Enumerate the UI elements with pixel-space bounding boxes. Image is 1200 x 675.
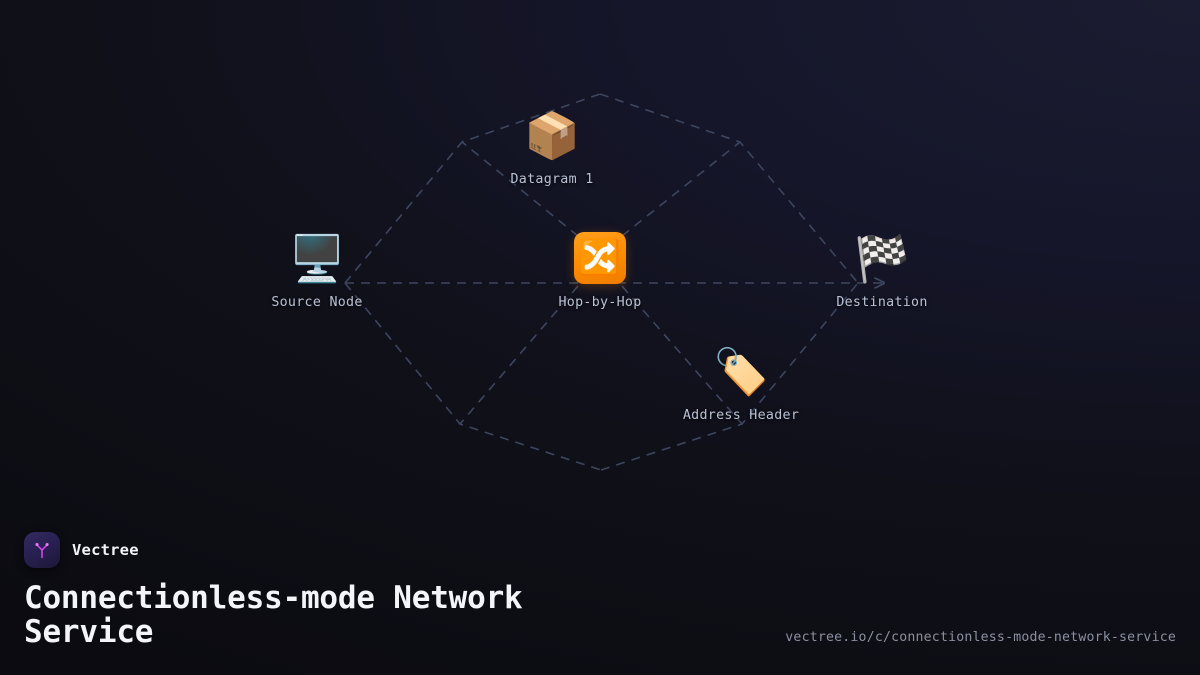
edge-hop-upper-left: [461, 141, 579, 237]
diagram-node-source[interactable]: 🖥️ Source Node: [202, 231, 432, 311]
desktop-computer-icon: 🖥️: [288, 231, 346, 285]
diagram-node-datagram[interactable]: 📦 Datagram 1: [437, 108, 667, 188]
node-label-destination: Destination: [836, 295, 928, 310]
network-diagram: 📦 Datagram 1 🖥️ Source Node 🔀 Hop-by-Hop…: [202, 93, 1200, 471]
page-url[interactable]: vectree.io/c/connectionless-mode-network…: [785, 630, 1176, 645]
page-title: Connectionless-mode Network Service: [24, 580, 523, 650]
vectree-logo-icon: [24, 532, 60, 569]
node-label-datagram: Datagram 1: [510, 172, 594, 187]
diagram-edges: [344, 93, 1200, 471]
brand-name: Vectree: [72, 541, 139, 560]
shuffle-icon: 🔀: [574, 232, 626, 284]
diagram-node-destination[interactable]: 🏁 Destination: [767, 231, 997, 311]
diagram-node-address-header[interactable]: 🏷️ Address Header: [626, 344, 856, 424]
diagram-node-hop[interactable]: 🔀 Hop-by-Hop: [485, 232, 715, 310]
brand[interactable]: Vectree: [24, 532, 1176, 569]
edge-hop-lower-right: [621, 285, 743, 425]
checkered-flag-icon: 🏁: [853, 231, 911, 285]
node-label-address-header: Address Header: [682, 408, 800, 423]
tag-label-icon: 🏷️: [712, 344, 770, 398]
node-label-hop: Hop-by-Hop: [558, 295, 642, 310]
slide-footer: Vectree Connectionless-mode Network Serv…: [0, 532, 1200, 675]
edge-source-lower-apex: [344, 282, 602, 471]
package-box-icon: 📦: [523, 108, 581, 162]
edge-hop-lower-left: [459, 285, 579, 425]
node-label-source: Source Node: [271, 295, 363, 310]
